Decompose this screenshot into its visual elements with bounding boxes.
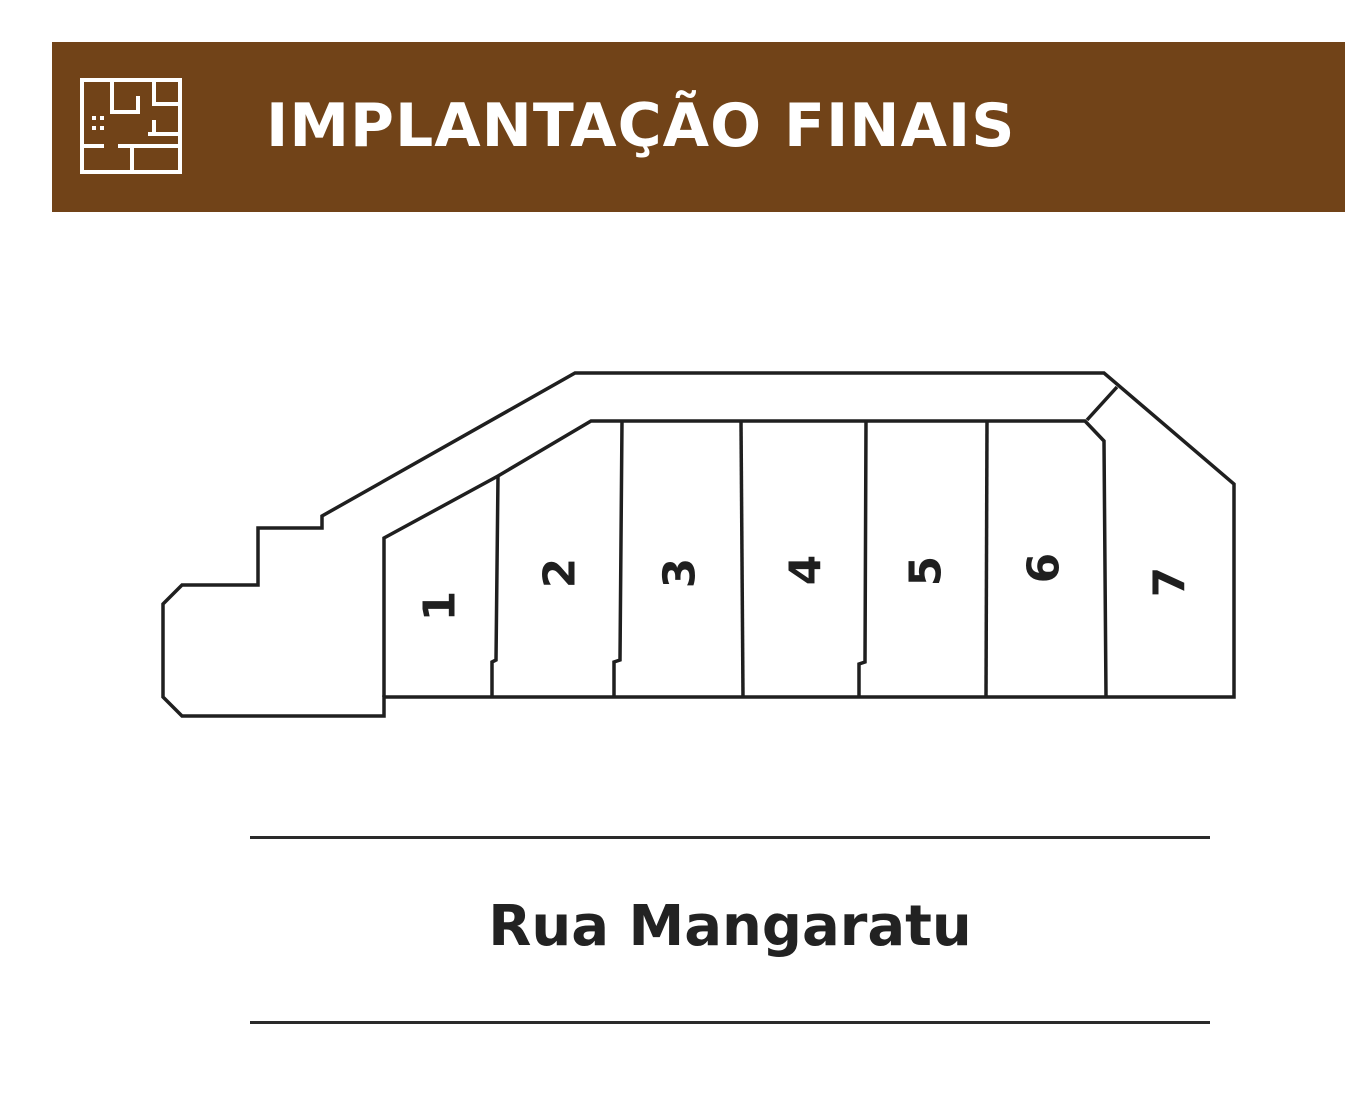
lot-divider-1-2: [490, 475, 500, 697]
access-road-edge: [382, 419, 1108, 698]
page-title: IMPLANTAÇÃO FINAIS: [266, 91, 1016, 161]
lot-number-4: 4: [781, 555, 832, 586]
lot-number-3: 3: [655, 558, 706, 589]
lot-divider-2-3: [612, 420, 624, 697]
lot-number-2: 2: [535, 558, 586, 589]
lot-labels: 1 2 3 4 5 6 7: [415, 553, 1196, 622]
site-boundary: [161, 371, 1236, 718]
street-edge-bottom: [250, 1021, 1210, 1024]
header-banner: IMPLANTAÇÃO FINAIS: [52, 42, 1345, 212]
lot-number-7: 7: [1145, 567, 1196, 598]
street-edge-top: [250, 836, 1210, 839]
lot-divider-5-6: [984, 420, 989, 698]
lot-7-boundary: [1085, 385, 1119, 422]
lot-number-1: 1: [415, 591, 466, 622]
lot-number-5: 5: [901, 556, 952, 587]
floor-plan-icon: [80, 78, 182, 174]
lot-number-6: 6: [1019, 553, 1070, 584]
lot-divider-4-5: [857, 420, 868, 697]
lot-divider-3-4: [739, 420, 745, 698]
street-name: Rua Mangaratu: [488, 894, 972, 959]
